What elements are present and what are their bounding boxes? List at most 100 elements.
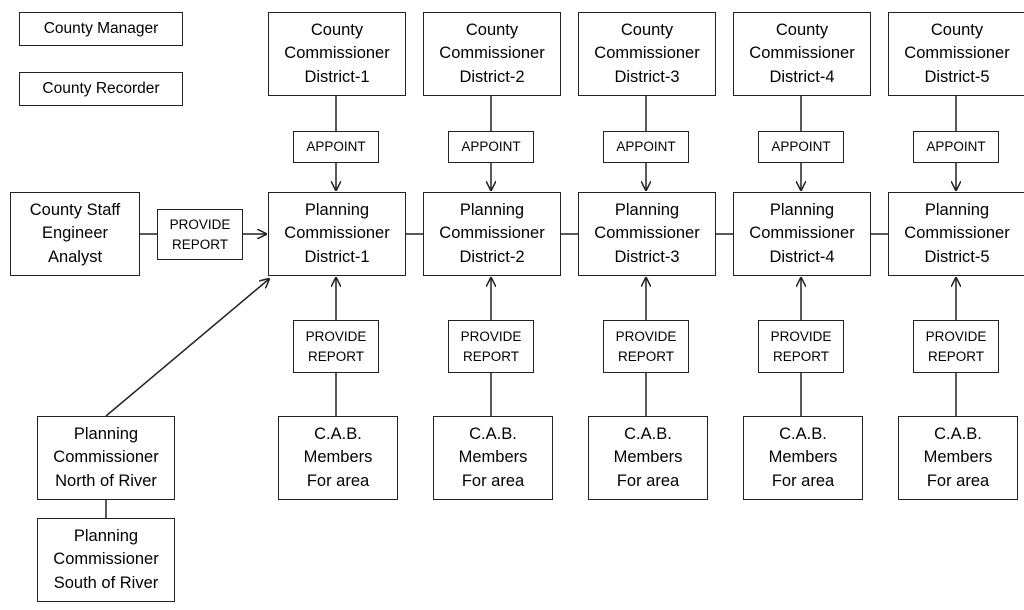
planning-south-river-box: Planning Commissioner South of River [37, 518, 175, 602]
planning-commissioner-3-box-line-3: District-3 [614, 247, 680, 266]
cab-members-1-box-line-3: For area [306, 471, 370, 490]
cab-members-5-box-line-2: Members [923, 448, 993, 467]
county-commissioner-3-box-line-1: County [620, 20, 674, 39]
planning-commissioner-2-box-line-1: Planning [459, 200, 525, 219]
staff-provide-report-line-1: PROVIDE [169, 216, 231, 232]
planning-commissioner-5-box-line-1: Planning [924, 200, 990, 219]
county-commissioner-3-box-line-2: Commissioner [594, 44, 700, 63]
cab-members-5-box-line-1: C.A.B. [934, 424, 982, 443]
cab-members-1-box-line-1: C.A.B. [314, 424, 362, 443]
appoint-2-box-line-1: APPOINT [461, 139, 521, 154]
north-river-to-planning-arrow [105, 279, 269, 417]
south-river-line-3: South of River [53, 573, 159, 592]
north-river-line-1: Planning [73, 424, 139, 443]
county-commissioner-3-box-line-3: District-3 [614, 67, 680, 86]
provide-report-5-box-line-2: REPORT [927, 348, 984, 364]
planning-commissioner-5-box-line-3: District-5 [924, 247, 990, 266]
planning-commissioner-3-box-line-2: Commissioner [594, 224, 700, 243]
planning-commissioner-3-box-line-1: Planning [614, 200, 680, 219]
provide-report-1-box-line-2: REPORT [307, 348, 364, 364]
provide-report-1-box-line-1: PROVIDE [305, 328, 367, 344]
provide-report-4-box-line-1: PROVIDE [770, 328, 832, 344]
county-staff-box: County Staff Engineer Analyst [10, 192, 140, 276]
provide-report-4-box: PROVIDE REPORT [758, 320, 844, 373]
cab-members-5-box-line-3: For area [926, 471, 990, 490]
county-staff-line-1: County Staff [29, 200, 121, 219]
provide-report-3-box-line-2: REPORT [617, 348, 674, 364]
county-commissioner-4-box-line-2: Commissioner [749, 44, 855, 63]
planning-commissioner-2-box-line-2: Commissioner [439, 224, 545, 243]
appoint-3-box-line-1: APPOINT [616, 139, 676, 154]
provide-report-5-box: PROVIDE REPORT [913, 320, 999, 373]
planning-commissioner-2-box-line-3: District-2 [459, 247, 525, 266]
planning-commissioner-4-box-line-3: District-4 [769, 247, 835, 266]
planning-commissioner-1-box-line-3: District-1 [304, 247, 370, 266]
appoint-4-box-line-1: APPOINT [771, 139, 831, 154]
south-river-line-2: Commissioner [53, 550, 159, 569]
cab-members-3-box-line-1: C.A.B. [624, 424, 672, 443]
provide-report-5-box-line-1: PROVIDE [925, 328, 987, 344]
county-commissioner-5-box-line-1: County [930, 20, 984, 39]
appoint-5-box: APPOINT [913, 131, 999, 163]
north-river-line-3: North of River [55, 471, 157, 490]
provide-report-4-box-line-2: REPORT [772, 348, 829, 364]
county-commissioner-1-box-line-3: District-1 [304, 67, 370, 86]
county-recorder-label: County Recorder [42, 80, 160, 97]
cab-members-4-box-line-2: Members [768, 448, 838, 467]
provide-report-2-box-line-1: PROVIDE [460, 328, 522, 344]
cab-members-4-box-line-1: C.A.B. [779, 424, 827, 443]
provide-report-2-box: PROVIDE REPORT [448, 320, 534, 373]
planning-commissioner-1-box-line-1: Planning [304, 200, 370, 219]
county-commissioner-5-box-line-2: Commissioner [904, 44, 1010, 63]
county-commissioner-2-box-line-3: District-2 [459, 67, 525, 86]
staff-provide-report-line-2: REPORT [171, 236, 228, 252]
planning-commissioner-1-box-line-2: Commissioner [284, 224, 390, 243]
planning-commissioner-4-box-line-1: Planning [769, 200, 835, 219]
cab-members-3-box-line-2: Members [613, 448, 683, 467]
county-commissioner-4-box-line-3: District-4 [769, 67, 835, 86]
county-commissioner-4-box-line-1: County [775, 20, 829, 39]
provide-report-3-box: PROVIDE REPORT [603, 320, 689, 373]
cab-members-2-box-line-3: For area [461, 471, 525, 490]
appoint-4-box: APPOINT [758, 131, 844, 163]
county-recorder-box: County Recorder [19, 72, 183, 106]
cab-members-3-box-line-3: For area [616, 471, 680, 490]
county-manager-box: County Manager [19, 12, 183, 46]
north-river-line-2: Commissioner [53, 448, 159, 467]
appoint-5-box-line-1: APPOINT [926, 139, 986, 154]
cab-members-4-box-line-3: For area [771, 471, 835, 490]
provide-report-3-box-line-1: PROVIDE [615, 328, 677, 344]
planning-commissioner-5-box-line-2: Commissioner [904, 224, 1010, 243]
county-staff-line-2: Engineer [41, 224, 109, 243]
appoint-2-box: APPOINT [448, 131, 534, 163]
county-commissioner-1-box-line-2: Commissioner [284, 44, 390, 63]
provide-report-2-box-line-2: REPORT [462, 348, 519, 364]
county-commissioner-5-box-line-3: District-5 [924, 67, 990, 86]
staff-provide-report-box: PROVIDE REPORT [157, 209, 243, 260]
south-river-line-1: Planning [73, 526, 139, 545]
planning-commissioner-4-box-line-2: Commissioner [749, 224, 855, 243]
cab-members-2-box-line-2: Members [458, 448, 528, 467]
county-commissioner-2-box-line-1: County [465, 20, 519, 39]
cab-members-1-box-line-2: Members [303, 448, 373, 467]
county-commissioner-1-box-line-1: County [310, 20, 364, 39]
appoint-1-box-line-1: APPOINT [306, 139, 366, 154]
county-staff-line-3: Analyst [47, 247, 103, 266]
county-commissioner-2-box-line-2: Commissioner [439, 44, 545, 63]
